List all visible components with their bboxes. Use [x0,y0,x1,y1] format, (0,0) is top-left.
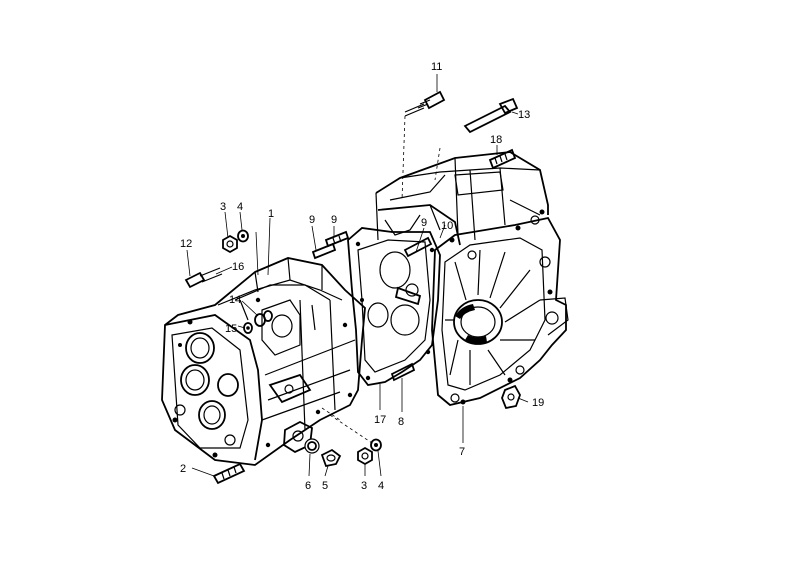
front-housing [161,257,366,466]
callout-11: 11 [431,61,442,73]
callout-8: 8 [398,416,404,428]
intermediate-plate [347,227,441,386]
callout-5: 5 [322,480,328,492]
stud-13 [463,97,519,134]
nut-3-bottom [357,446,373,466]
stud-9c [403,236,433,258]
callout-19: 19 [532,397,544,409]
nut-3-top [222,234,238,254]
part-14 [254,310,273,327]
callout-4: 4 [378,480,384,492]
callout-3: 3 [361,480,367,492]
small-parts [184,90,521,485]
callout-2: 2 [180,463,186,475]
washer-4-top [237,229,249,243]
callout-15: 15 [225,323,237,335]
stud-9b [311,242,337,260]
bolt-12 [184,267,223,289]
callout-7: 7 [459,446,465,458]
callout-13: 13 [518,109,530,121]
leader-lines [186,74,529,477]
callout-3: 3 [220,201,226,213]
stud-8 [390,362,416,382]
bolt-11 [404,90,446,117]
callout-1: 1 [268,208,274,220]
callout-6: 6 [305,480,311,492]
stud-2 [212,462,246,485]
callout-12: 12 [180,238,192,250]
callout-17: 17 [374,414,386,426]
callout-labels: 11 13 18 9 9 9 10 1 3 4 12 16 14 15 17 8… [180,61,544,492]
rear-housing [375,151,569,406]
plug-5 [320,448,342,468]
callout-10: 10 [441,220,453,232]
stud-18 [488,148,517,170]
part-15 [243,322,253,334]
stud-9a [324,230,350,248]
callout-9: 9 [421,217,427,229]
plug-6 [304,438,320,454]
callout-9: 9 [331,214,337,226]
callout-9: 9 [309,214,315,226]
sensor-19 [501,384,521,410]
washer-4-bottom [370,438,382,452]
callout-16: 16 [232,261,244,273]
callout-4: 4 [237,201,243,213]
callout-18: 18 [490,134,502,146]
callout-14: 14 [229,294,241,306]
